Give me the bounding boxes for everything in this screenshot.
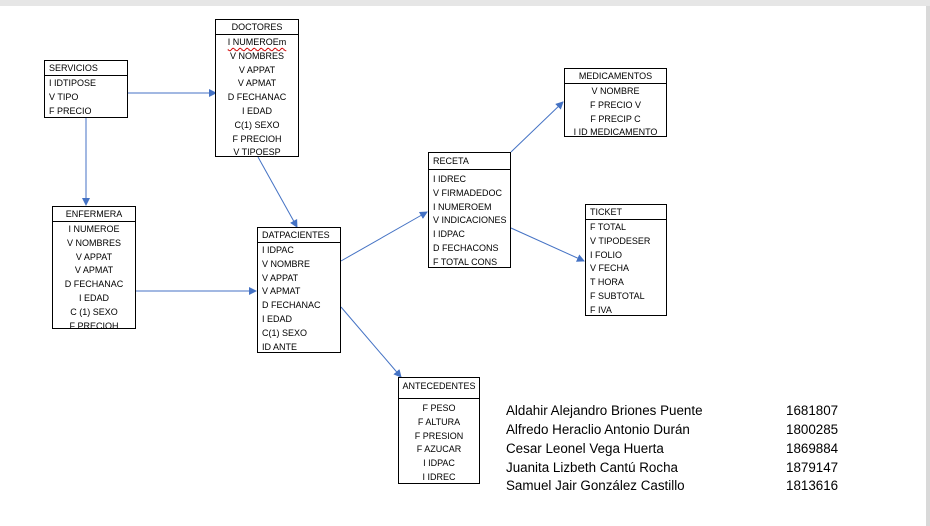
- entity-title: SERVICIOS: [45, 61, 127, 76]
- member-name: Aldahir Alejandro Briones Puente: [506, 403, 703, 418]
- field: V APPAT: [75, 251, 113, 262]
- team-member: Samuel Jair González Castillo 1813616: [506, 478, 846, 497]
- entity-title: TICKET: [586, 205, 666, 220]
- entity-medicamentos: MEDICAMENTOS V NOMBRE F PRECIO V F PRECI…: [564, 68, 667, 137]
- field: V APMAT: [74, 265, 114, 276]
- field: C(1) SEXO: [262, 327, 308, 338]
- field: D FECHANAC: [262, 300, 321, 311]
- field: I IDREC: [433, 174, 467, 184]
- entity-title: ENFERMERA: [53, 207, 135, 222]
- field: V FECHA: [590, 263, 630, 274]
- field: V APPAT: [238, 64, 276, 75]
- field: I NUMEROEm: [216, 36, 298, 50]
- member-name: Juanita Lizbeth Cantú Rocha: [506, 460, 678, 475]
- field: F TOTAL CONS: [433, 256, 498, 267]
- entity-datpacientes: DATPACIENTES I IDPAC V NOMBRE V APPAT V …: [257, 227, 341, 353]
- team-member: Alfredo Heraclio Antonio Durán 1800285: [506, 422, 846, 441]
- entity-title: DOCTORES: [216, 20, 298, 35]
- field: F SUBTOTAL: [590, 290, 645, 301]
- field: I IDPAC: [433, 229, 465, 240]
- field: V FIRMADEDOC: [433, 187, 503, 198]
- field: V NOMBRE: [262, 258, 311, 269]
- field: F PESO: [422, 403, 456, 413]
- field: I FOLIO: [590, 249, 623, 260]
- field: F PRECIOH: [232, 133, 282, 144]
- entity-title: MEDICAMENTOS: [565, 69, 666, 84]
- window-top-bar: [0, 0, 930, 6]
- field: C (1) SEXO: [70, 306, 118, 317]
- team-member: Juanita Lizbeth Cantú Rocha 1879147: [506, 460, 846, 479]
- field: I ID MEDICAMENTO: [573, 127, 658, 138]
- entity-servicios: SERVICIOS I IDTIPOSE V TIPO F PRECIO: [44, 60, 128, 118]
- field: T HORA: [590, 277, 624, 288]
- member-id: 1869884: [786, 441, 839, 456]
- field: V TIPO: [49, 91, 79, 102]
- field: I EDAD: [78, 292, 109, 303]
- field: F PRESION: [414, 430, 464, 441]
- field: V TIPOESP: [233, 147, 281, 158]
- field: F PRECIP C: [590, 113, 641, 124]
- field: F ALTURA: [417, 416, 461, 427]
- field: F AZUCAR: [416, 444, 462, 455]
- field: F PRECIOH: [69, 320, 119, 331]
- field: V TIPODESER: [590, 235, 651, 246]
- field: F PRECIO V: [589, 99, 641, 110]
- field: F IVA: [590, 304, 612, 315]
- field: F PRECIO: [49, 105, 92, 116]
- field: V APMAT: [262, 286, 301, 297]
- entity-title: DATPACIENTES: [258, 228, 340, 243]
- team-member: Cesar Leonel Vega Huerta 1869884: [506, 441, 846, 460]
- member-id: 1813616: [786, 478, 839, 493]
- page-shadow: [926, 6, 930, 526]
- field: I NUMEROEM: [433, 201, 492, 212]
- field: V NOMBRES: [229, 50, 284, 61]
- field: I NUMEROE: [68, 224, 120, 234]
- field: ID ANTE: [262, 341, 298, 352]
- entity-title: ANTECEDENTES: [399, 378, 479, 399]
- member-name: Alfredo Heraclio Antonio Durán: [506, 422, 690, 437]
- entity-ticket: TICKET F TOTAL V TIPODESER I FOLIO V FEC…: [585, 204, 667, 316]
- field: D FECHACONS: [433, 242, 499, 253]
- entity-doctores: DOCTORES I NUMEROEm V NOMBRES V APPAT V …: [215, 19, 299, 157]
- field: I IDPAC: [423, 458, 455, 469]
- field: D FECHANAC: [227, 92, 287, 103]
- entity-antecedentes: ANTECEDENTES F PESO F ALTURA F PRESION F…: [398, 377, 480, 484]
- team-member: Aldahir Alejandro Briones Puente 1681807: [506, 403, 846, 422]
- member-name: Cesar Leonel Vega Huerta: [506, 441, 664, 456]
- field: V NOMBRE: [591, 86, 640, 96]
- spellcheck-underlined-text: I NUMEROEm: [227, 37, 287, 47]
- field: V APMAT: [237, 78, 277, 89]
- entity-title: RECETA: [429, 153, 510, 170]
- field: I IDREC: [422, 471, 456, 482]
- field: I EDAD: [262, 313, 293, 324]
- field: F TOTAL: [590, 222, 627, 232]
- member-id: 1800285: [786, 422, 839, 437]
- field: I IDTIPOSE: [49, 78, 97, 88]
- member-id: 1879147: [786, 460, 839, 475]
- member-id: 1681807: [786, 403, 839, 418]
- field: D FECHANAC: [64, 279, 124, 290]
- field: I EDAD: [241, 105, 272, 116]
- field: V INDICACIONES: [433, 215, 507, 226]
- field: V APPAT: [262, 272, 299, 283]
- field: C(1) SEXO: [234, 119, 280, 130]
- entity-receta: RECETA I IDREC V FIRMADEDOC I NUMEROEM V…: [428, 152, 511, 268]
- field: I IDPAC: [262, 245, 294, 255]
- member-name: Samuel Jair González Castillo: [506, 478, 685, 493]
- entity-enfermera: ENFERMERA I NUMEROE V NOMBRES V APPAT V …: [52, 206, 136, 331]
- field: V NOMBRES: [66, 237, 121, 248]
